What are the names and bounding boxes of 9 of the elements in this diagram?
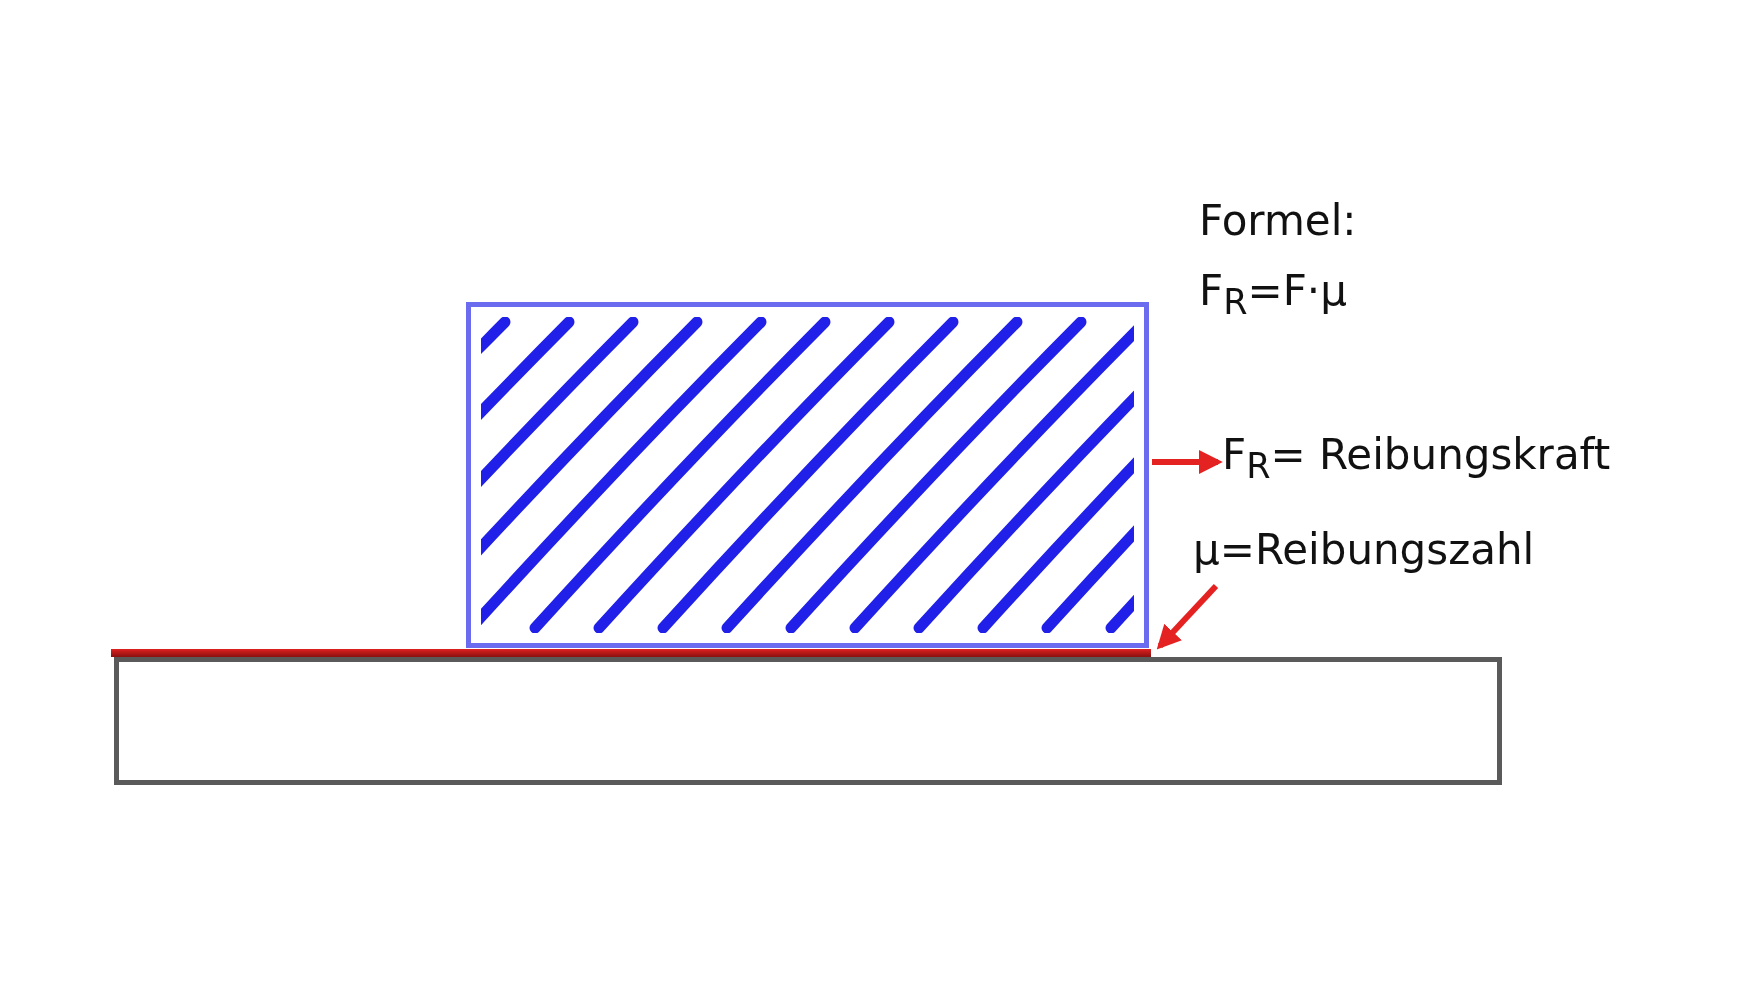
force-arrow bbox=[1152, 450, 1223, 474]
annotation-text: μ=Reibungszahl bbox=[1193, 527, 1535, 574]
surface-slab bbox=[114, 657, 1502, 785]
formula-text: F$_{R}$=F·μ bbox=[1199, 268, 1347, 322]
leader-arrow bbox=[1156, 583, 1219, 650]
contact-surface bbox=[111, 649, 1151, 657]
annotation-text: F$_{R}$= Reibungskraft bbox=[1222, 432, 1611, 486]
formula-heading: Formel: bbox=[1199, 198, 1357, 245]
hatched-block bbox=[466, 302, 1149, 648]
